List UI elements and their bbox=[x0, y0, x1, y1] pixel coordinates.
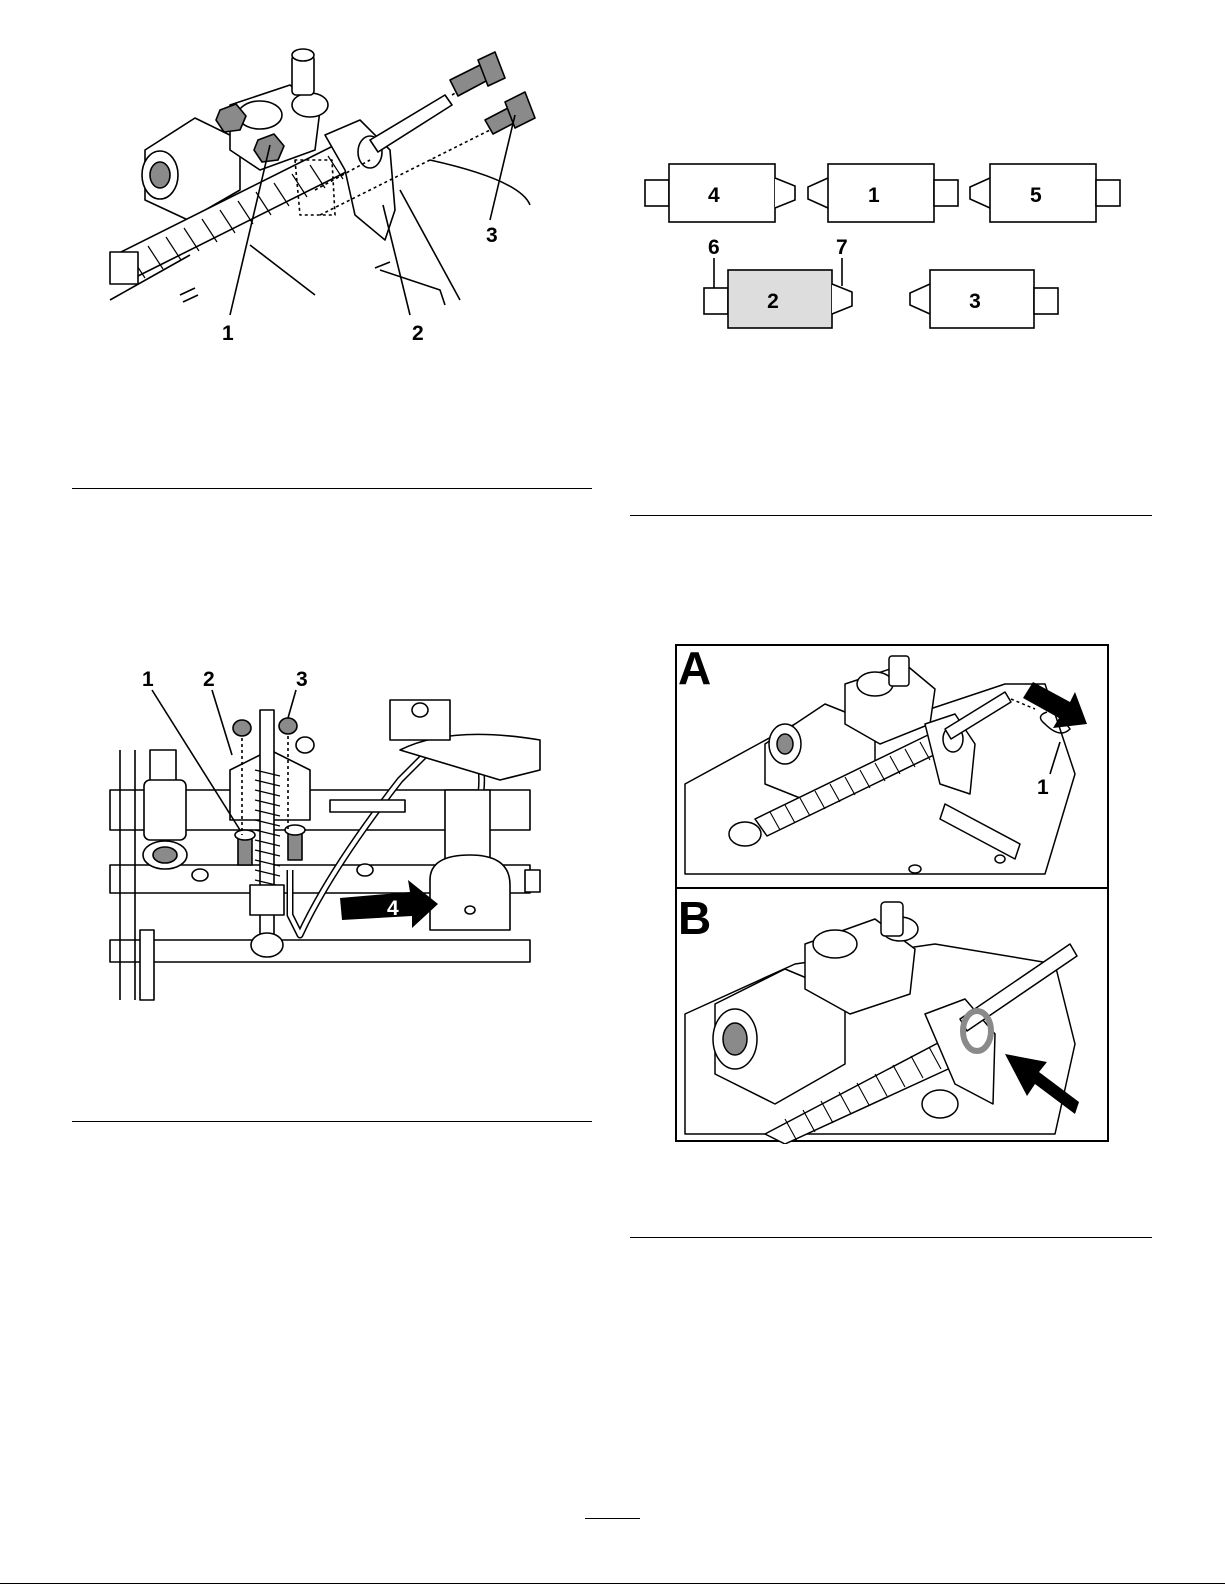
reel-label-5: 5 bbox=[1030, 184, 1042, 207]
page-number-rule bbox=[585, 1518, 640, 1519]
panel-a-label: A bbox=[678, 644, 711, 694]
figure3-callout-4: 4 bbox=[387, 897, 399, 920]
figure-bracket-mounting: 1 2 3 4 bbox=[100, 670, 550, 1010]
separator-rule bbox=[72, 1121, 592, 1122]
figure1-callout-1: 1 bbox=[222, 322, 234, 345]
reel-label-4: 4 bbox=[708, 184, 720, 207]
separator-rule bbox=[72, 488, 592, 489]
figure3-callout-3: 3 bbox=[296, 670, 308, 691]
figure-pivot-bolts: 1 2 3 bbox=[100, 40, 570, 360]
figure-pin-and-clip: 1 A B bbox=[675, 644, 1109, 1144]
figure3-callout-1: 1 bbox=[142, 670, 154, 691]
reel-label-2: 2 bbox=[767, 290, 779, 313]
separator-rule bbox=[630, 1237, 1152, 1238]
figure1-callout-3: 3 bbox=[486, 224, 498, 247]
figure4-callout-1: 1 bbox=[1037, 776, 1049, 799]
reel-label-3: 3 bbox=[969, 290, 981, 313]
figure1-callout-2: 2 bbox=[412, 322, 424, 345]
reel-2-highlight bbox=[728, 270, 832, 328]
footer-rule bbox=[0, 1583, 1225, 1584]
separator-rule bbox=[630, 515, 1152, 516]
figure-reel-layout: 4 1 5 2 3 6 7 bbox=[640, 160, 1140, 340]
reel-label-1: 1 bbox=[868, 184, 880, 207]
figure3-callout-2: 2 bbox=[203, 670, 215, 691]
figure2-callout-7: 7 bbox=[836, 236, 848, 259]
panel-b-label: B bbox=[678, 892, 711, 944]
figure2-callout-6: 6 bbox=[708, 236, 720, 259]
